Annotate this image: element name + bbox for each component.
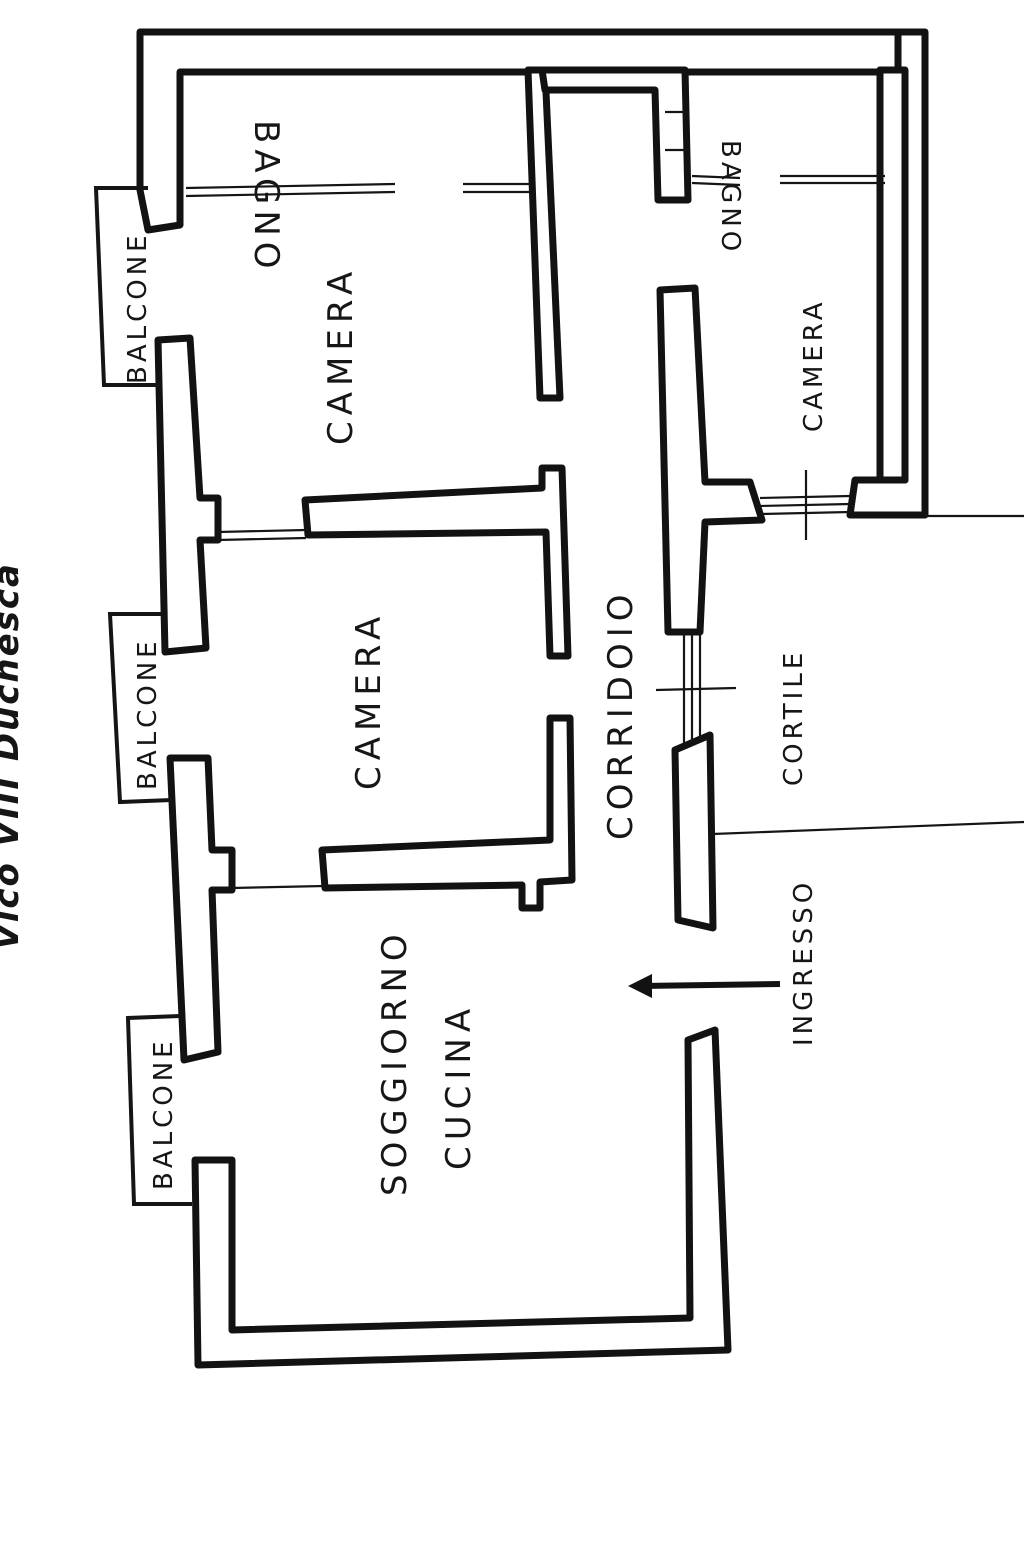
door-camera-top-b <box>217 536 307 542</box>
wall-corridor-upper-left <box>524 66 564 402</box>
wall-left-middle <box>166 754 236 1064</box>
wall-bagno-right-left <box>538 66 692 204</box>
outer-wall-bottom <box>191 1026 732 1369</box>
window-corridor-cross <box>655 686 737 692</box>
label-bagno-right: BAGNO <box>715 140 745 255</box>
label-camera-top: CAMERA <box>321 266 361 445</box>
label-cucina: CUCINA <box>439 1003 479 1170</box>
wall-camera-divider-top <box>301 464 572 660</box>
street-title: Vico VIII Duchesca <box>0 562 27 950</box>
label-camera-middle: CAMERA <box>349 611 389 790</box>
wall-corridor-right-lower <box>671 731 717 932</box>
door-soggiorno-a <box>231 884 325 890</box>
wall-left-top <box>154 334 222 656</box>
wall-corridor-right-upper <box>656 284 766 636</box>
label-balcone-1: BALCONE <box>123 231 153 384</box>
balcone-2-outline <box>107 612 173 805</box>
label-camera-right: CAMERA <box>799 298 829 432</box>
cortile-boundary-bottom <box>712 820 1024 836</box>
ingresso-arrow-head <box>628 974 652 998</box>
ingresso-arrow-shaft <box>639 981 781 989</box>
label-cortile: CORTILE <box>779 649 809 786</box>
label-ingresso: INGRESSO <box>789 879 819 1046</box>
balcone-3-outline <box>125 1014 192 1206</box>
label-corridoio: CORRIDOIO <box>601 588 641 840</box>
wall-camera-divider-bottom <box>318 714 576 912</box>
door-bagno-left-b <box>185 190 396 198</box>
label-balcone-2: BALCONE <box>133 637 163 790</box>
door-camera-top-a <box>217 528 307 534</box>
door-bagno-right-a <box>691 174 741 180</box>
label-soggiorno: SOGGIORNO <box>375 928 415 1196</box>
outer-wall-right-inner <box>876 66 909 484</box>
label-bagno-left: BAGNO <box>246 120 286 275</box>
door-bagno-right-b <box>691 181 741 187</box>
door-bagno-left-a <box>185 182 396 190</box>
balcone-1-outline <box>93 186 160 387</box>
label-balcone-3: BALCONE <box>149 1037 179 1190</box>
